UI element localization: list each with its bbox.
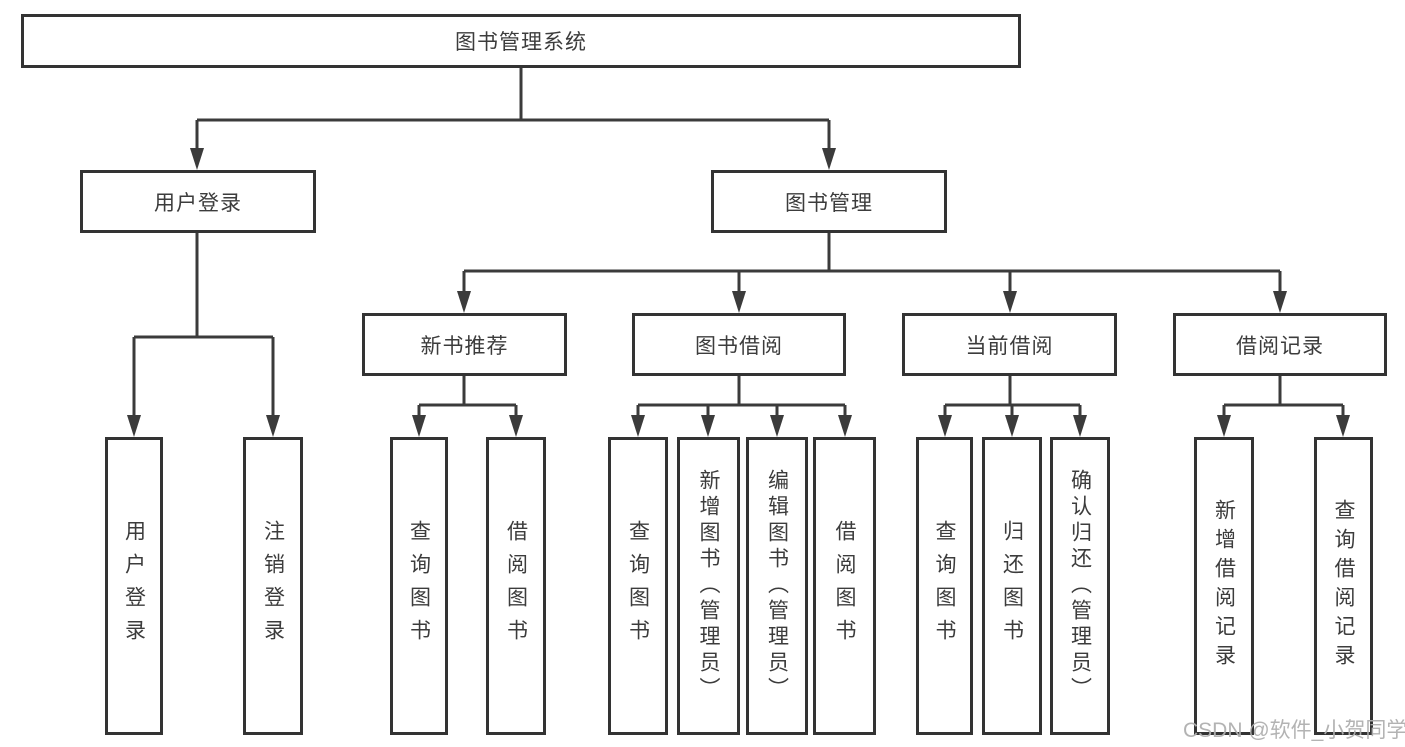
leaf-query-book-current: 查询图书 [916,437,973,735]
leaf-return-book: 归还图书 [982,437,1042,735]
watermark: CSDN @软件_小贺同学 [1183,719,1405,742]
leaf-user-login: 用户登录 [105,437,163,735]
leaf-borrow-book: 借阅图书 [813,437,876,735]
leaf-borrow-book-recommend: 借阅图书 [486,437,546,735]
node-root: 图书管理系统 [21,14,1021,68]
leaf-add-book-admin: 新增图书（管理员） [677,437,740,735]
node-book-management: 图书管理 [711,170,947,233]
leaf-query-borrow-record: 查询借阅记录 [1314,437,1373,735]
node-borrow-records: 借阅记录 [1173,313,1387,376]
node-current-borrow: 当前借阅 [902,313,1117,376]
node-book-borrow: 图书借阅 [632,313,846,376]
leaf-logout: 注销登录 [243,437,303,735]
node-user-login: 用户登录 [80,170,316,233]
node-new-book-recommend: 新书推荐 [362,313,567,376]
leaf-add-borrow-record: 新增借阅记录 [1194,437,1254,735]
leaf-query-book-recommend: 查询图书 [390,437,448,735]
leaf-confirm-return-admin: 确认归还（管理员） [1050,437,1110,735]
leaf-edit-book-admin: 编辑图书（管理员） [746,437,808,735]
leaf-query-book-borrow: 查询图书 [608,437,668,735]
